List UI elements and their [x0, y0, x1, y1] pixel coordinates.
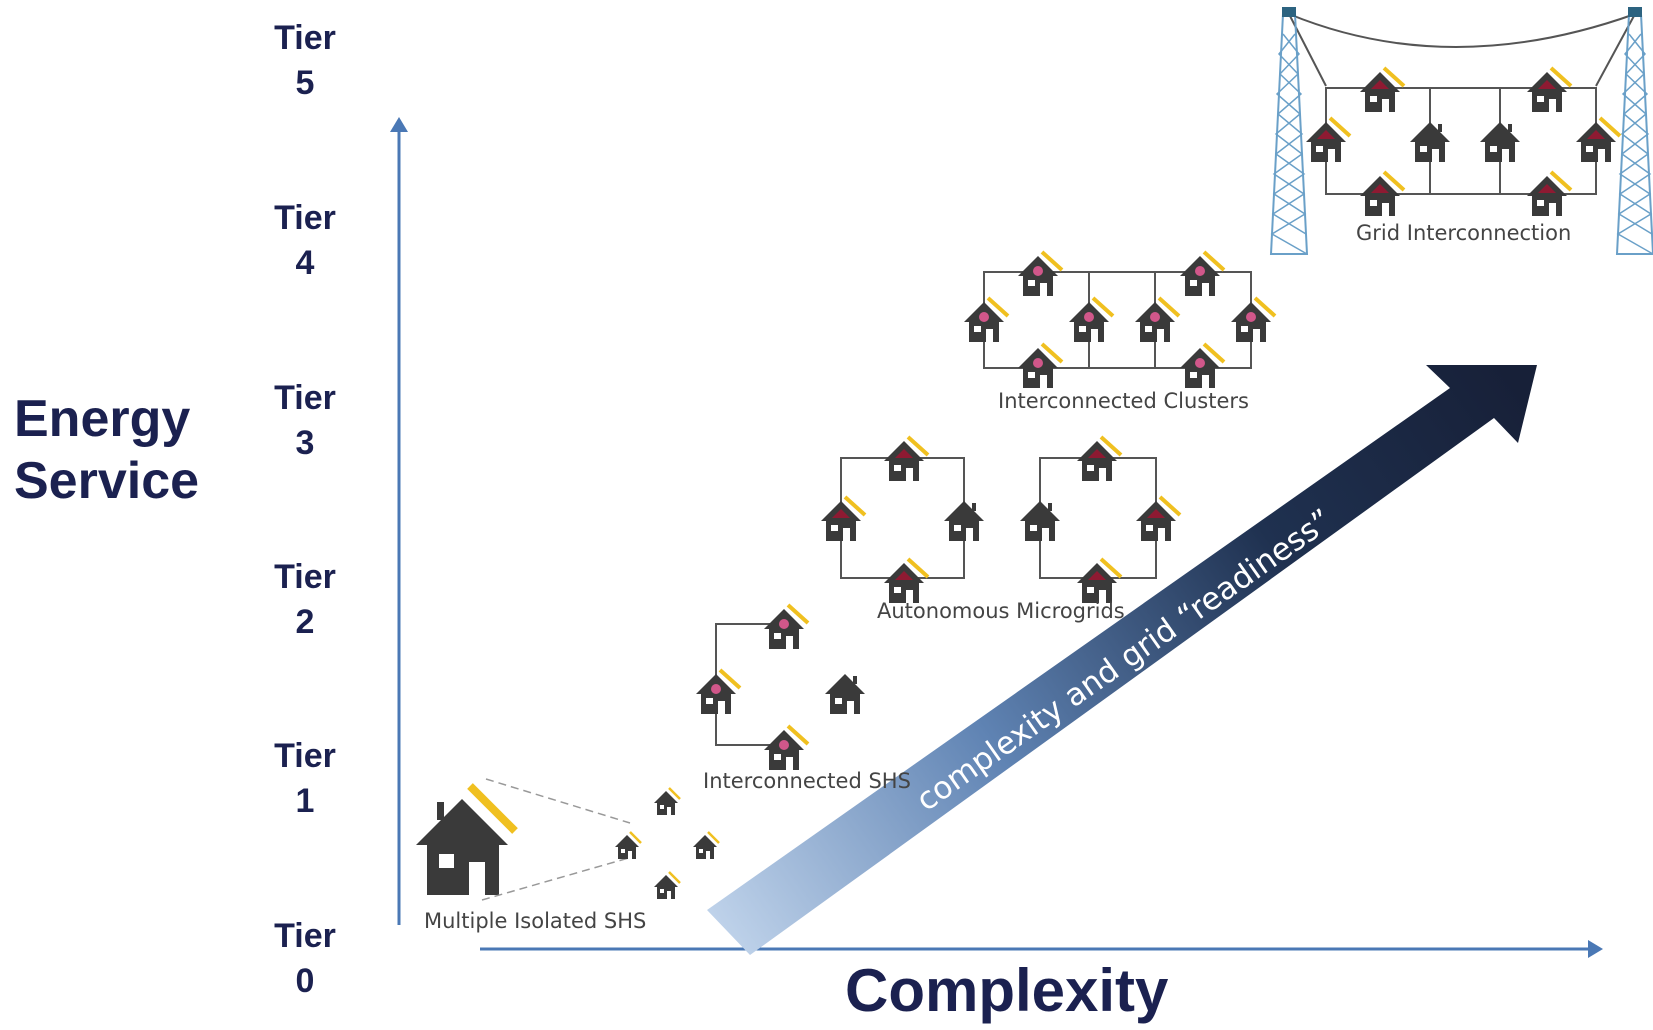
transmission-tower-icon	[1616, 6, 1653, 255]
readiness-arrow-text: complexity and grid “readiness”	[910, 502, 1339, 818]
y-axis	[390, 117, 408, 925]
stage-grid: Grid Interconnection	[1270, 6, 1653, 255]
stage-microgrids: Autonomous Microgrids	[819, 435, 1182, 623]
stage-isolated-shs: Multiple Isolated SHS	[416, 778, 721, 933]
stage-clusters: Interconnected Clusters	[962, 250, 1277, 413]
solar-panel-icon	[467, 783, 518, 834]
stage-interconnected-shs: Interconnected SHS	[694, 603, 911, 793]
stage-caption-clusters: Interconnected Clusters	[998, 389, 1249, 413]
x-axis	[480, 940, 1603, 958]
stage-caption-isolated: Multiple Isolated SHS	[424, 909, 646, 933]
transmission-tower-icon	[1270, 6, 1308, 255]
house-icon	[416, 799, 508, 895]
y-axis-title: Energy Service	[14, 390, 200, 510]
stage-caption-microgrids: Autonomous Microgrids	[877, 599, 1125, 623]
stage-caption-grid: Grid Interconnection	[1356, 221, 1571, 245]
x-axis-title: Complexity	[845, 957, 1169, 1024]
stage-caption-interconnected-shs: Interconnected SHS	[703, 769, 911, 793]
